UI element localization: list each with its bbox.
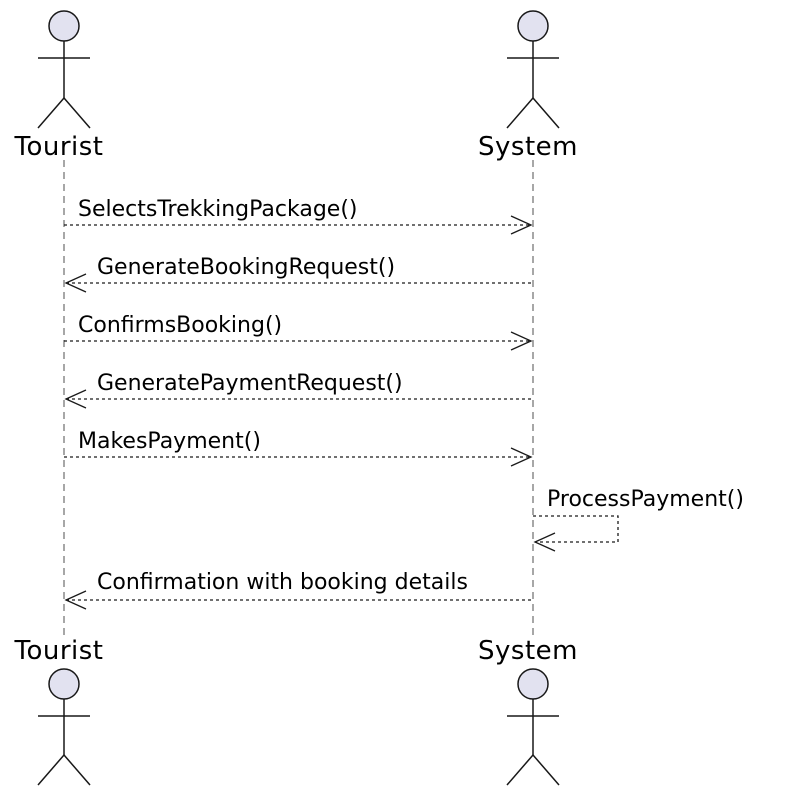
message-label: Confirmation with booking details — [97, 570, 468, 595]
message-generate-booking-request: GenerateBookingRequest() — [64, 255, 533, 293]
message-confirmation-with-booking-details: Confirmation with booking details — [64, 570, 533, 610]
actor-right-leg — [532, 97, 560, 129]
actor-tourist-bottom — [37, 668, 91, 786]
arrow-head-icon — [510, 331, 533, 351]
message-arrow-line — [533, 515, 619, 543]
arrow-head-icon — [64, 590, 87, 610]
actor-system-top — [506, 10, 560, 129]
actor-head-icon — [48, 668, 80, 700]
actor-right-leg — [63, 97, 91, 129]
message-label: ConfirmsBooking() — [78, 313, 282, 338]
actor-left-leg — [37, 97, 65, 129]
actor-head-icon — [517, 668, 549, 700]
actor-left-leg — [37, 754, 65, 786]
message-label: SelectsTrekkingPackage() — [78, 197, 358, 222]
actor-head-icon — [517, 10, 549, 42]
arrow-head-icon — [510, 215, 533, 235]
actor-tourist-top — [37, 10, 91, 129]
participant-label-system-bottom: System — [478, 636, 578, 666]
arrow-head-icon — [533, 532, 556, 552]
arrow-head-icon — [64, 273, 87, 293]
message-label: GeneratePaymentRequest() — [97, 371, 403, 396]
actor-right-leg — [63, 754, 91, 786]
message-process-payment: ProcessPayment() — [533, 487, 744, 552]
message-makes-payment: MakesPayment() — [64, 429, 533, 467]
actor-right-leg — [532, 754, 560, 786]
actor-left-leg — [506, 97, 534, 129]
actor-left-leg — [506, 754, 534, 786]
actor-system-bottom — [506, 668, 560, 786]
message-label: GenerateBookingRequest() — [97, 255, 395, 280]
participant-label-system-top: System — [478, 132, 578, 162]
actor-head-icon — [48, 10, 80, 42]
participant-label-tourist-bottom: Tourist — [13, 636, 103, 666]
message-label: ProcessPayment() — [547, 487, 744, 512]
participant-label-tourist-top: Tourist — [13, 132, 103, 162]
message-selects-trekking-package: SelectsTrekkingPackage() — [64, 197, 533, 235]
message-confirms-booking: ConfirmsBooking() — [64, 313, 533, 351]
arrow-head-icon — [64, 389, 87, 409]
message-generate-payment-request: GeneratePaymentRequest() — [64, 371, 533, 409]
arrow-head-icon — [510, 447, 533, 467]
message-label: MakesPayment() — [78, 429, 261, 454]
